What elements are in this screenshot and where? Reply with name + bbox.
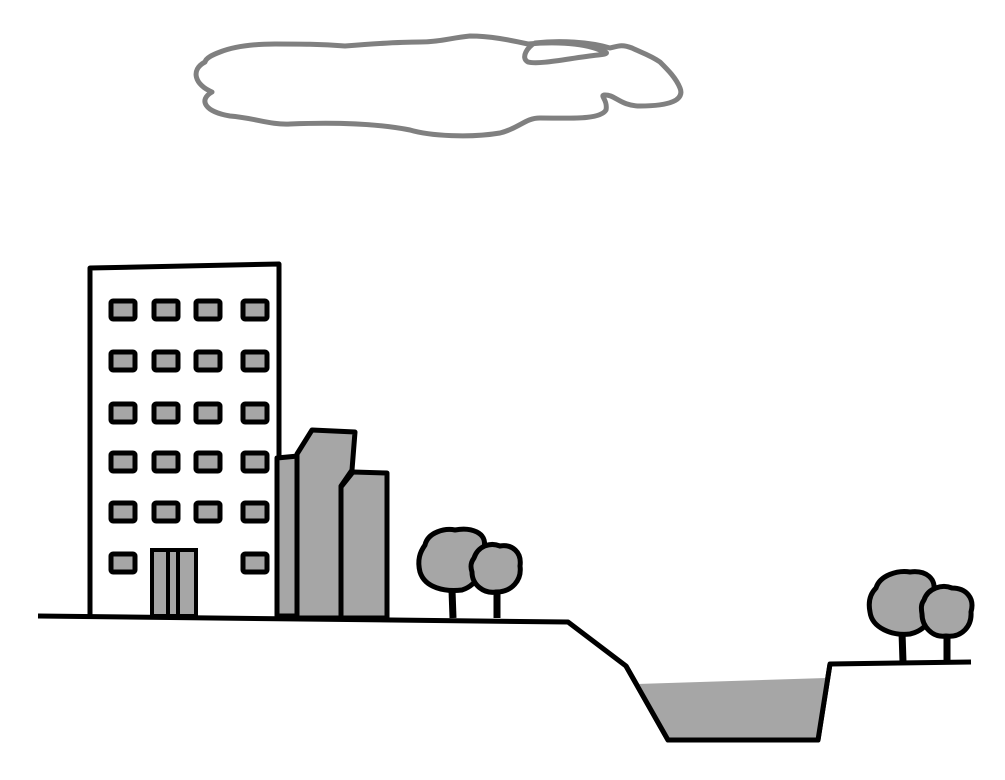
building-window [240,401,270,425]
cloud [193,33,684,139]
building-window [108,450,138,474]
building-body [87,261,282,616]
tree-cluster-left [416,526,523,619]
tree-crown [918,584,975,639]
building-window [108,500,138,524]
building-window [151,500,181,524]
building-windows [108,298,270,575]
office-building [87,261,282,618]
building-window [240,450,270,474]
building-window [193,401,223,425]
building-window [108,349,138,373]
building-window [108,551,138,575]
building-window [240,500,270,524]
building-door [150,548,198,618]
skyline-blocks [274,427,390,621]
block-right [338,469,390,621]
building-window [240,298,270,322]
tree-trunk [448,589,457,619]
building-window [108,401,138,425]
tree-trunk [898,631,907,663]
ground-line [37,613,972,743]
building-window [151,450,181,474]
building-window [151,401,181,425]
tree-crown [468,542,523,595]
building-window [193,450,223,474]
building-window [240,551,270,575]
river-channel [623,663,833,743]
building-window [240,349,270,373]
building-window [193,349,223,373]
building-window [108,298,138,322]
tree-cluster-right [866,569,975,663]
building-window [193,298,223,322]
building-window [151,298,181,322]
water [637,678,826,740]
building-window [193,500,223,524]
building-window [151,349,181,373]
